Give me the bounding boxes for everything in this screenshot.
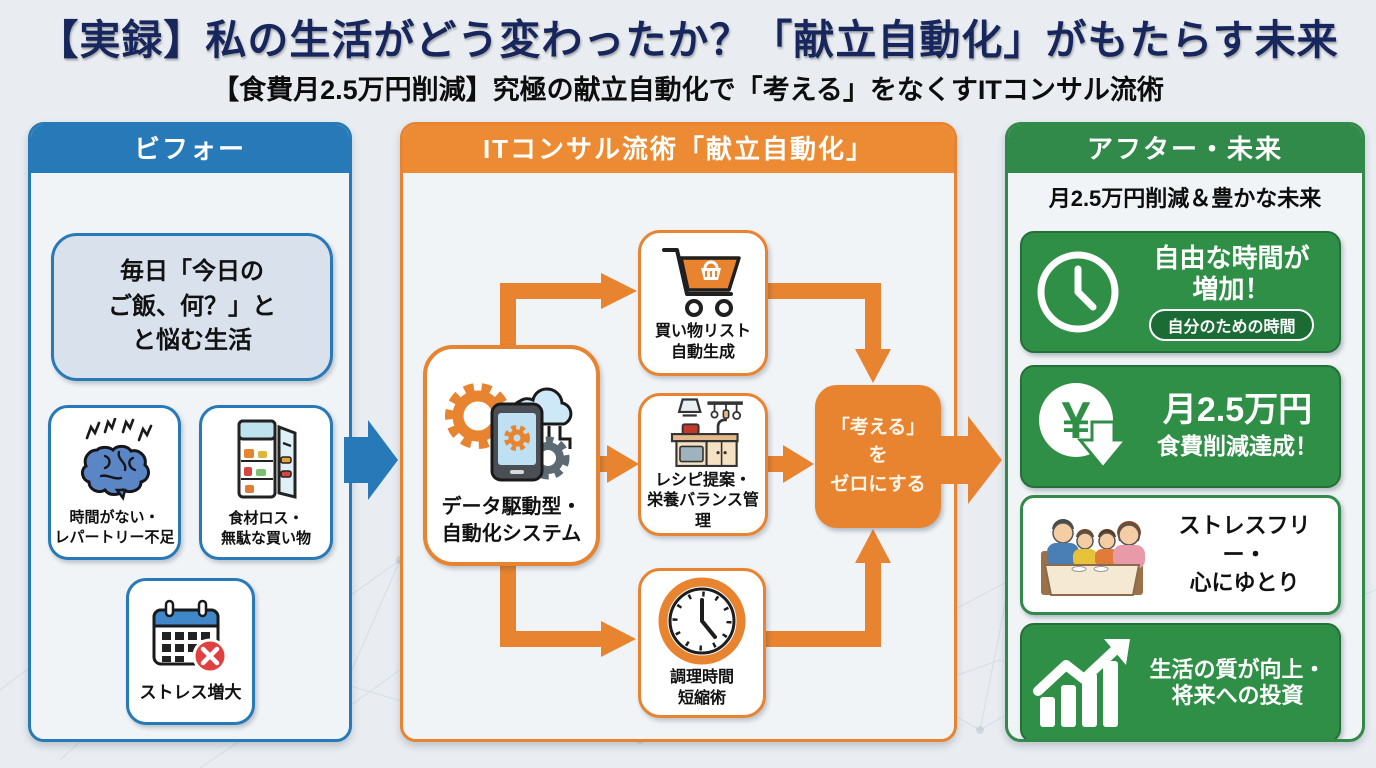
before-card-label: 食材ロス・ 無駄な買い物 [220,510,311,547]
page-subtitle: 【食費月2.5万円削減】究極の献立自動化で「考える」をなくすITコンサル流術 [212,75,1164,105]
open-fridge-icon [237,419,297,499]
cooking-time-label: 調理時間 短縮術 [669,669,734,707]
recipe-label: レシピ提案・ 栄養バランス管理 [647,471,759,531]
benefit-label: ストレスフリー・ 心にゆとり [1178,513,1311,596]
clock-outline-icon [1037,251,1119,333]
benefit-stress-free: ストレスフリー・ 心にゆとり [1020,495,1341,615]
process-panel-body: データ駆動型・ 自動化システム 買い物リスト 自動生成 [403,173,954,739]
benefit-amount: 月2.5万円 [1162,391,1313,429]
process-panel-header: ITコンサル流術「献立自動化」 [403,125,954,173]
benefit-label: 生活の質が向上・ 将来への投資 [1149,656,1326,708]
benefit-quality-of-life: 生活の質が向上・ 将来への投資 [1020,623,1341,739]
after-panel: アフター・未来 月2.5万円削減＆豊かな未来 自由な時間が 増加！ 自分のための… [1005,122,1365,742]
before-card-food-waste: 食材ロス・ 無駄な買い物 [199,405,333,560]
cooking-clock-icon [658,577,746,665]
before-panel: ビフォー 毎日「今日の ご飯、何？」と と悩む生活 時間がない・ レパートリー不… [28,122,352,742]
after-subheading: 月2.5万円削減＆豊かな未来 [1048,186,1322,211]
family-dinner-icon [1041,518,1145,596]
before-panel-body: 毎日「今日の ご飯、何？」と と悩む生活 時間がない・ レパートリー不足 [31,173,349,739]
before-card-stress: ストレス増大 [126,578,255,725]
after-panel-body: 月2.5万円削減＆豊かな未来 自由な時間が 増加！ 自分のための時間 ¥ 月2.… [1008,173,1362,739]
benefit-badge: 自分のための時間 [1149,309,1314,342]
process-connector-arrows [500,273,891,657]
cooking-time-box: 調理時間 短縮術 [638,568,766,718]
page-title: 【実録】私の生活がどう変わったか？「献立自動化」がもたらす未来 [37,17,1339,63]
brain-lightning-icon [80,418,152,501]
growth-chart-icon [1033,639,1130,727]
benefit-free-time: 自由な時間が 増加！ 自分のための時間 [1020,231,1341,353]
zero-thinking-label: 「考える」 を ゼロにする [830,416,926,495]
yen-decrease-icon: ¥ [1039,382,1130,470]
daily-worry-label: 毎日「今日の ご飯、何？」と と悩む生活 [108,257,276,355]
shopping-list-box: 買い物リスト 自動生成 [638,230,768,376]
before-card-time-shortage: 時間がない・ レパートリー不足 [48,405,181,560]
before-card-label: 時間がない・ レパートリー不足 [54,509,175,546]
shopping-cart-icon [662,248,741,318]
automation-system-label: データ駆動型・ 自動化システム [441,495,582,545]
before-card-label: ストレス増大 [139,683,242,703]
flow-arrow-process-to-after [934,416,1002,504]
shopping-list-label: 買い物リスト 自動生成 [654,323,751,361]
kitchen-icon [670,398,743,468]
calendar-x-icon [152,600,227,674]
process-panel: ITコンサル流術「献立自動化」 [400,122,957,742]
benefit-label: 食費削減達成！ [1157,433,1318,460]
automation-system-box: データ駆動型・ 自動化システム [423,345,600,566]
daily-worry-box: 毎日「今日の ご飯、何？」と と悩む生活 [51,233,333,381]
benefit-cost-saving: ¥ 月2.5万円 食費削減達成！ [1020,365,1341,488]
after-panel-header: アフター・未来 [1008,125,1362,173]
benefit-label: 自由な時間が 増加！ [1153,242,1310,304]
before-panel-header: ビフォー [31,125,349,173]
data-automation-icon [444,382,572,481]
zero-thinking-box: 「考える」 を ゼロにする [815,385,941,528]
flow-arrow-before-to-process [344,420,398,500]
recipe-box: レシピ提案・ 栄養バランス管理 [638,393,768,536]
